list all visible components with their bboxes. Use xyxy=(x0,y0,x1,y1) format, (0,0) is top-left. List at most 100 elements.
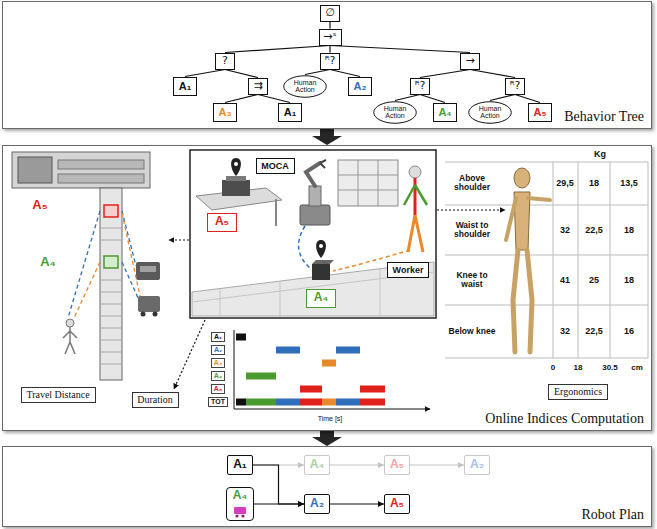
axis-tick: cm xyxy=(631,363,643,372)
tree-link xyxy=(395,95,420,101)
plan-step: A₂ xyxy=(304,494,330,514)
tree-link xyxy=(330,70,360,77)
node-label: →ˢ xyxy=(323,31,336,44)
robot-icon xyxy=(138,296,160,317)
height-band-label: Below knee xyxy=(449,327,496,336)
node-label: A₁ xyxy=(233,458,247,472)
axis-tick: 30.5 xyxy=(602,363,618,372)
ellipse-outline xyxy=(469,101,512,123)
node-label: ∅ xyxy=(325,7,335,20)
condition-ellipse: Human Action xyxy=(283,75,327,98)
control-node: ? xyxy=(215,53,235,70)
lift-rail xyxy=(58,174,144,183)
node-label: Travel Distance xyxy=(26,389,89,401)
stage-arrow xyxy=(312,129,342,145)
tree-link xyxy=(515,95,540,103)
node-label: A₄ xyxy=(314,291,328,305)
node-label: ? xyxy=(222,55,228,68)
gantt-bar xyxy=(276,399,300,406)
action-node: A₂ xyxy=(348,77,372,96)
tree-link xyxy=(225,46,330,53)
load-value: 22,5 xyxy=(585,326,603,336)
robot-arm xyxy=(306,163,320,186)
gantt-bar xyxy=(322,399,336,406)
node-label: Duration xyxy=(137,394,173,406)
node-label: A₂ xyxy=(470,458,484,472)
load-value: 13,5 xyxy=(620,178,638,188)
tree-link xyxy=(329,46,330,53)
tree-link xyxy=(420,70,470,78)
skeleton-arms xyxy=(404,185,427,205)
gantt-bar xyxy=(336,347,360,354)
travel-path xyxy=(122,211,136,266)
worker-body xyxy=(63,327,77,354)
robot-tag: MOCA xyxy=(256,158,295,174)
load-value: 18 xyxy=(589,178,599,188)
control-node: → xyxy=(460,53,480,70)
part-box-top xyxy=(312,260,334,264)
ergonomics-chart xyxy=(445,162,648,358)
action-node: A₃ xyxy=(213,103,237,122)
plan-arrow xyxy=(253,465,304,504)
travel-path xyxy=(74,262,100,318)
gantt-row-label: A₄ xyxy=(211,371,225,381)
robot-base xyxy=(300,205,330,225)
part-box xyxy=(312,264,330,280)
load-value: 32 xyxy=(560,326,570,336)
gantt-bar xyxy=(236,399,246,406)
gantt-bar xyxy=(360,386,385,393)
skeleton-legs xyxy=(408,215,423,252)
tree-link xyxy=(490,95,515,101)
load-value: 22,5 xyxy=(585,225,603,235)
plan-step: A₅ xyxy=(384,494,410,514)
node-label: A₅ xyxy=(534,106,547,119)
location-pin-dot xyxy=(319,244,323,248)
gantt-row-label: A₁ xyxy=(211,332,225,342)
tree-link xyxy=(185,70,225,77)
panel-title: Behavior Tree xyxy=(564,109,644,125)
node-label: ᴿ? xyxy=(510,80,521,93)
gantt-row-label: A₅ xyxy=(211,384,225,394)
robot-path xyxy=(299,226,310,268)
vertical-lift xyxy=(12,152,150,380)
index-tag: Duration xyxy=(132,392,179,408)
robot-column xyxy=(309,186,321,206)
node-label: ᴿ? xyxy=(415,80,426,93)
node-label: A₄ xyxy=(438,106,451,119)
tree-link xyxy=(225,70,258,78)
height-band-label: Waist to shoulder xyxy=(446,221,498,239)
tree-link xyxy=(225,95,258,103)
stage-panel: Behavior Tree ∅ →ˢ? ᴿ? → A₁ ⇉ Human Action A₂ ᴿ? ᴿ… xyxy=(2,1,652,129)
robot-icon-wheel xyxy=(235,514,238,517)
location-tag: A₅ xyxy=(207,213,237,232)
tree-link xyxy=(470,70,515,78)
gantt-bar xyxy=(360,399,385,406)
device-body xyxy=(136,262,160,280)
node-label: Ergonomics xyxy=(554,386,602,398)
location-pin-dot xyxy=(234,162,238,166)
plan-step: A₄ xyxy=(304,455,330,475)
gantt-axes xyxy=(234,330,430,409)
node-label: MOCA xyxy=(261,161,289,171)
plan-step: A₅ xyxy=(384,455,410,475)
location-label: A₅ xyxy=(32,198,47,213)
robot-body xyxy=(138,296,160,312)
action-node: A₅ xyxy=(528,103,552,122)
location-pin xyxy=(231,158,241,176)
control-node: ᴿ? xyxy=(320,53,340,70)
plan-step: A₂ xyxy=(464,455,490,475)
gantt-row-label: A₂ xyxy=(211,345,225,355)
shelf-lines xyxy=(338,160,398,206)
shelf-rack xyxy=(338,160,398,206)
node-label: A₂ xyxy=(354,80,367,93)
control-node: ⇉ xyxy=(248,78,268,95)
tree-link xyxy=(330,46,470,53)
mannequin-head xyxy=(514,168,530,188)
mannequin-arm xyxy=(506,198,516,240)
plan-arrow xyxy=(330,503,384,504)
node-label: A₂ xyxy=(310,497,324,511)
gantt-bar xyxy=(246,373,276,380)
node-label: A₁ xyxy=(284,106,297,119)
